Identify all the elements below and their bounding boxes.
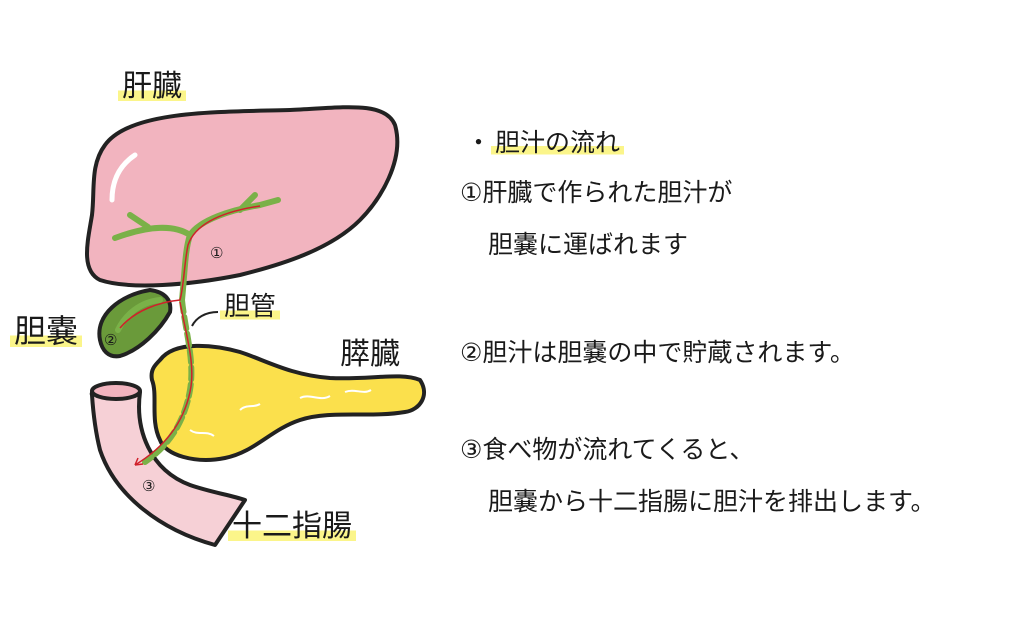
step2-line1: ②胆汁は胆嚢の中で貯蔵されます。 xyxy=(460,338,855,367)
marker-3: ③ xyxy=(142,477,156,495)
gallbladder-label: 胆嚢 xyxy=(10,312,83,350)
bile-duct-label: 胆管 xyxy=(220,292,281,322)
duodenum-label: 十二指腸 xyxy=(228,509,356,544)
duodenum-opening xyxy=(90,381,142,401)
marker-1: ① xyxy=(210,244,224,262)
marker-2: ② xyxy=(104,331,118,349)
liver-shape xyxy=(85,105,400,288)
bile-flow-arrow xyxy=(119,205,261,466)
step1-line1: ①肝臓で作られた胆汁が xyxy=(460,178,733,207)
step1-line2: 胆嚢に運ばれます xyxy=(488,230,689,259)
pancreas-shape xyxy=(149,343,426,462)
explanation-heading: ・胆汁の流れ xyxy=(466,128,625,157)
liver-label: 肝臓 xyxy=(118,69,186,104)
bile-duct-pointer xyxy=(191,311,219,327)
step3-line1: ③食べ物が流れてくると、 xyxy=(460,435,755,464)
pancreas-label: 膵臓 xyxy=(340,337,400,372)
step3-line2: 胆嚢から十二指腸に胆汁を排出します。 xyxy=(488,487,936,516)
